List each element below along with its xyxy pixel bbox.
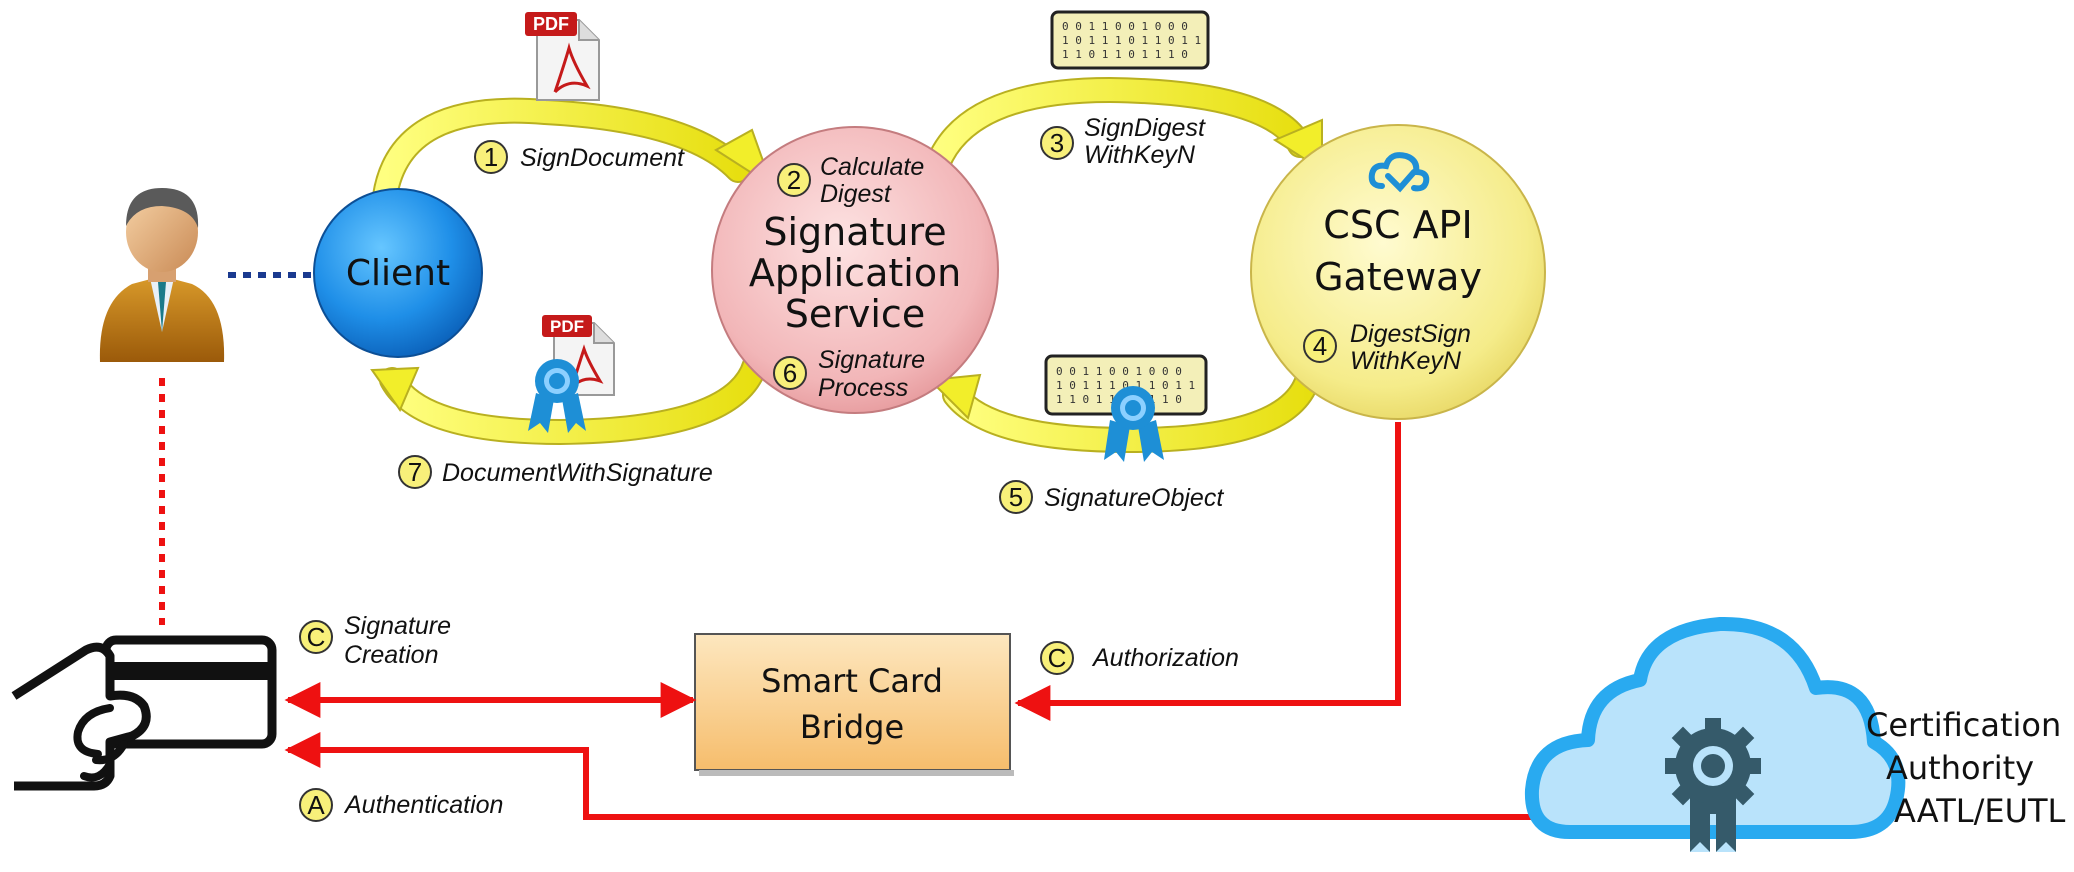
arrow-5-signature-object — [927, 365, 1321, 454]
step-3-label-line1: SignDigest — [1084, 114, 1206, 142]
step-3-label-line2: WithKeyN — [1084, 141, 1196, 169]
bridge-label-line1: Smart Card — [761, 662, 943, 700]
step-3: 3 SignDigest WithKeyN — [1040, 114, 1206, 169]
digest-row-3: 1 1 0 1 1 0 1 1 1 0 — [1062, 48, 1188, 61]
digest-row-1: 0 0 1 1 0 0 1 0 0 0 — [1062, 20, 1188, 33]
binary-digest-icon: 0 0 1 1 0 0 1 0 0 0 1 0 1 1 1 0 1 1 0 1 … — [1050, 10, 1210, 70]
pdf-icon: PDF — [525, 12, 600, 101]
sas-label-line2: Application — [749, 251, 961, 295]
seal-ribbon-icon — [528, 359, 586, 433]
signature-application-service-node: Signature Application Service — [711, 126, 999, 414]
sas-label-line3: Service — [785, 292, 925, 336]
ca-label-line3: AATL/EUTL — [1894, 792, 2066, 830]
pdf-badge-text: PDF — [533, 14, 569, 34]
arrow-7-document-with-signature — [370, 352, 768, 446]
ca-card-connector — [284, 732, 1540, 820]
step-a-authentication: A Authentication — [299, 788, 503, 822]
step-c1-letter: C — [307, 622, 326, 652]
step-7-number: 7 — [408, 457, 422, 487]
step-6-label-line1: Signature — [818, 346, 925, 374]
step-6-number: 6 — [783, 358, 797, 388]
ca-label-line2: Authority — [1886, 749, 2034, 787]
bridge-label-line2: Bridge — [800, 708, 904, 746]
step-4-label-line2: WithKeyN — [1350, 347, 1462, 375]
certificate-cloud-icon — [1524, 616, 1906, 852]
user-avatar-icon — [99, 188, 225, 362]
step-2-label-line1: Calculate — [820, 153, 924, 181]
step-c2-letter: C — [1048, 643, 1067, 673]
gateway-bridge-connector — [1014, 422, 1401, 721]
step-1-number: 1 — [484, 142, 498, 172]
gateway-label-line2: Gateway — [1314, 255, 1482, 299]
sas-label-line1: Signature — [763, 210, 946, 254]
step-c2-label: Authorization — [1091, 644, 1239, 672]
ca-label-line1: Certification — [1866, 706, 2061, 744]
cloud-logo-icon — [1368, 152, 1430, 193]
smart-card-bridge-node: Smart Card Bridge — [694, 633, 1014, 776]
step-2-label-line2: Digest — [820, 180, 892, 208]
certification-authority-label: Certification Authority AATL/EUTL — [1866, 706, 2066, 830]
digest-seal-icon — [1104, 386, 1164, 462]
step-c1-label-line2: Creation — [344, 641, 439, 669]
step-a-letter: A — [307, 790, 325, 820]
signed-digest-row-1: 0 0 1 1 0 0 1 0 0 0 — [1056, 365, 1182, 378]
gateway-label-line1: CSC API — [1323, 203, 1472, 247]
step-6: 6 Signature Process — [773, 346, 925, 402]
signed-digest-icon: 0 0 1 1 0 0 1 0 0 0 1 0 1 1 1 0 1 1 0 1 … — [1044, 354, 1208, 462]
signed-pdf-icon: PDF — [528, 315, 615, 433]
step-c-signature-creation: C Signature Creation — [299, 612, 451, 669]
step-2-number: 2 — [787, 165, 801, 195]
step-1: 1 SignDocument — [474, 140, 685, 174]
step-5-label: SignatureObject — [1044, 484, 1224, 512]
step-c1-label-line1: Signature — [344, 612, 451, 640]
client-node: Client — [313, 188, 483, 358]
client-label: Client — [346, 253, 450, 294]
step-c-authorization: C Authorization — [1040, 641, 1239, 675]
hand-card-icon — [11, 635, 277, 791]
step-1-label: SignDocument — [520, 144, 685, 172]
step-3-number: 3 — [1050, 128, 1064, 158]
signed-pdf-badge-text: PDF — [550, 317, 584, 336]
step-6-label-line2: Process — [818, 374, 908, 402]
step-5-number: 5 — [1009, 482, 1023, 512]
gear-seal-icon — [1665, 718, 1761, 852]
signed-digest-row-2: 1 0 1 1 1 0 1 1 0 1 1 — [1056, 379, 1195, 392]
step-2: 2 Calculate Digest — [777, 153, 924, 208]
arrow-1-sign-document — [372, 97, 774, 209]
digest-row-2: 1 0 1 1 1 0 1 1 0 1 1 — [1062, 34, 1201, 47]
step-4-number: 4 — [1313, 331, 1327, 361]
step-5: 5 SignatureObject — [999, 480, 1224, 514]
step-a-label: Authentication — [343, 791, 503, 819]
step-4: 4 DigestSign WithKeyN — [1303, 320, 1471, 375]
step-7: 7 DocumentWithSignature — [398, 455, 713, 489]
step-7-label: DocumentWithSignature — [442, 459, 713, 487]
step-4-label-line1: DigestSign — [1350, 320, 1471, 348]
